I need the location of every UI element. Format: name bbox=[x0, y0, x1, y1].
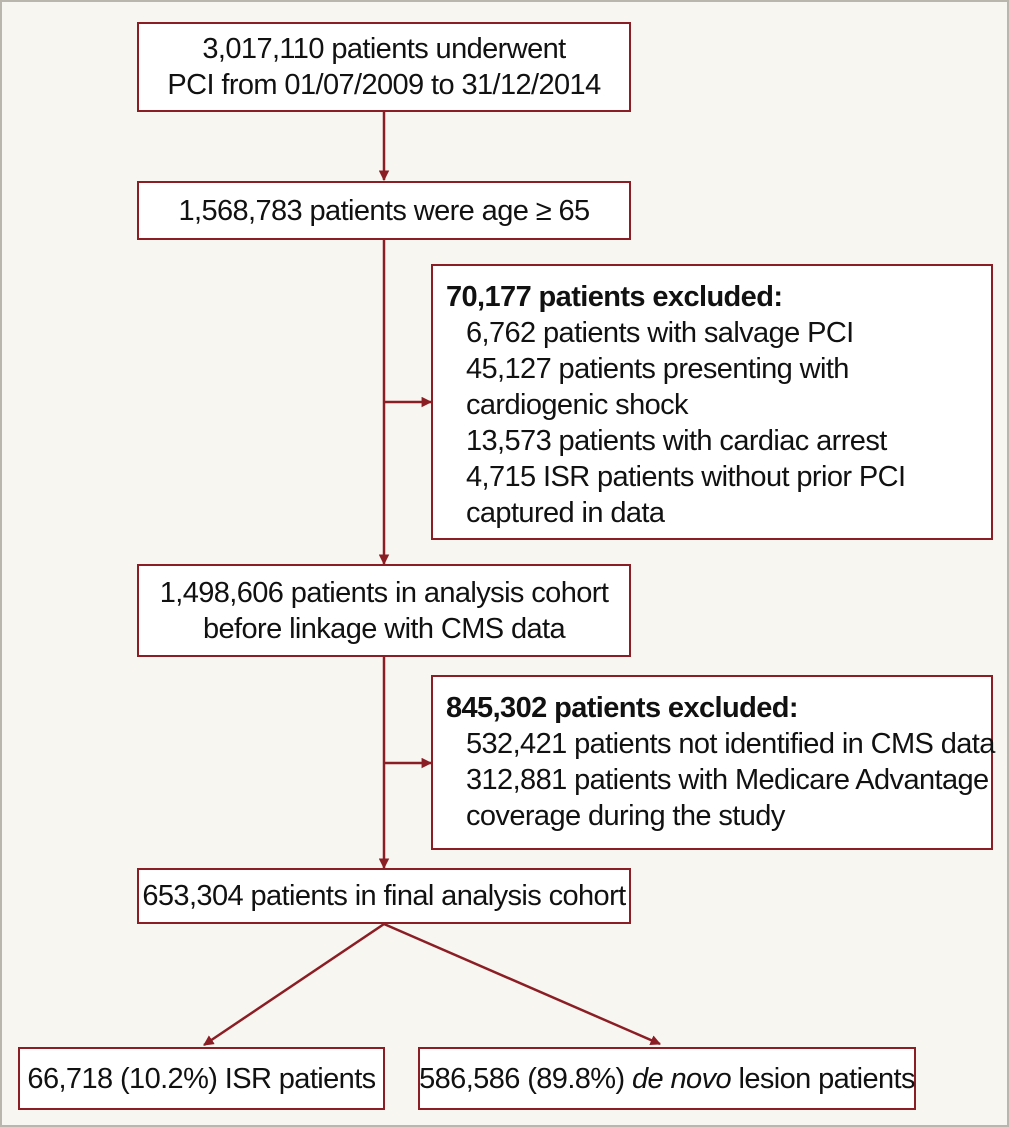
arrow-final-to-isr bbox=[203, 922, 385, 1047]
isr-node: 66,718 (10.2%) ISR patients bbox=[18, 1047, 385, 1110]
analysis-node: 1,498,606 patients in analysis cohort be… bbox=[137, 564, 631, 657]
exclusion-box-1: 70,177 patients excluded: 6,762 patients… bbox=[431, 264, 993, 540]
analysis-line-2: before linkage with CMS data bbox=[202, 612, 566, 645]
age-node: 1,568,783 patients were age ≥ 65 bbox=[137, 181, 631, 240]
exclusion-2-item: coverage during the study bbox=[466, 800, 785, 832]
denovo-suffix: lesion patients bbox=[731, 1062, 915, 1095]
exclusion-1-item: 6,762 patients with salvage PCI bbox=[466, 317, 854, 349]
final-line-1: 653,304 patients in final analysis cohor… bbox=[142, 880, 626, 912]
start-line-2: PCI from 01/07/2009 to 31/12/2014 bbox=[167, 69, 601, 101]
denovo-node: 586,586 (89.8%) de novo lesion patients bbox=[418, 1047, 916, 1110]
start-node: 3,017,110 patients underwent PCI from 01… bbox=[137, 22, 631, 112]
exclusion-2-item: 312,881 patients with Medicare Advantage bbox=[466, 764, 989, 796]
exclusion-2-item: 532,421 patients not identified in CMS d… bbox=[466, 728, 995, 760]
final-node: 653,304 patients in final analysis cohor… bbox=[137, 868, 631, 924]
arrow-final-to-denovo bbox=[383, 922, 661, 1046]
exclusion-1-item: captured in data bbox=[466, 497, 665, 529]
denovo-label: 586,586 (89.8%) de novo lesion patients bbox=[419, 1061, 915, 1097]
denovo-prefix: 586,586 (89.8%) bbox=[419, 1062, 633, 1095]
exclusion-1-item: 4,715 ISR patients without prior PCI bbox=[466, 461, 906, 493]
denovo-italic: de novo bbox=[632, 1062, 732, 1095]
exclusion-1-heading: 70,177 patients excluded: bbox=[446, 281, 783, 313]
exclusion-1-item: cardiogenic shock bbox=[466, 389, 689, 421]
exclusion-2-heading: 845,302 patients excluded: bbox=[446, 692, 799, 724]
exclusion-box-2: 845,302 patients excluded: 532,421 patie… bbox=[431, 675, 995, 850]
exclusion-1-item: 45,127 patients presenting with bbox=[466, 353, 849, 385]
isr-label: 66,718 (10.2%) ISR patients bbox=[27, 1062, 376, 1095]
analysis-line-1: 1,498,606 patients in analysis cohort bbox=[159, 576, 609, 609]
exclusion-1-item: 13,573 patients with cardiac arrest bbox=[466, 425, 887, 457]
start-line-1: 3,017,110 patients underwent bbox=[202, 33, 566, 65]
age-line-1: 1,568,783 patients were age ≥ 65 bbox=[178, 194, 590, 227]
